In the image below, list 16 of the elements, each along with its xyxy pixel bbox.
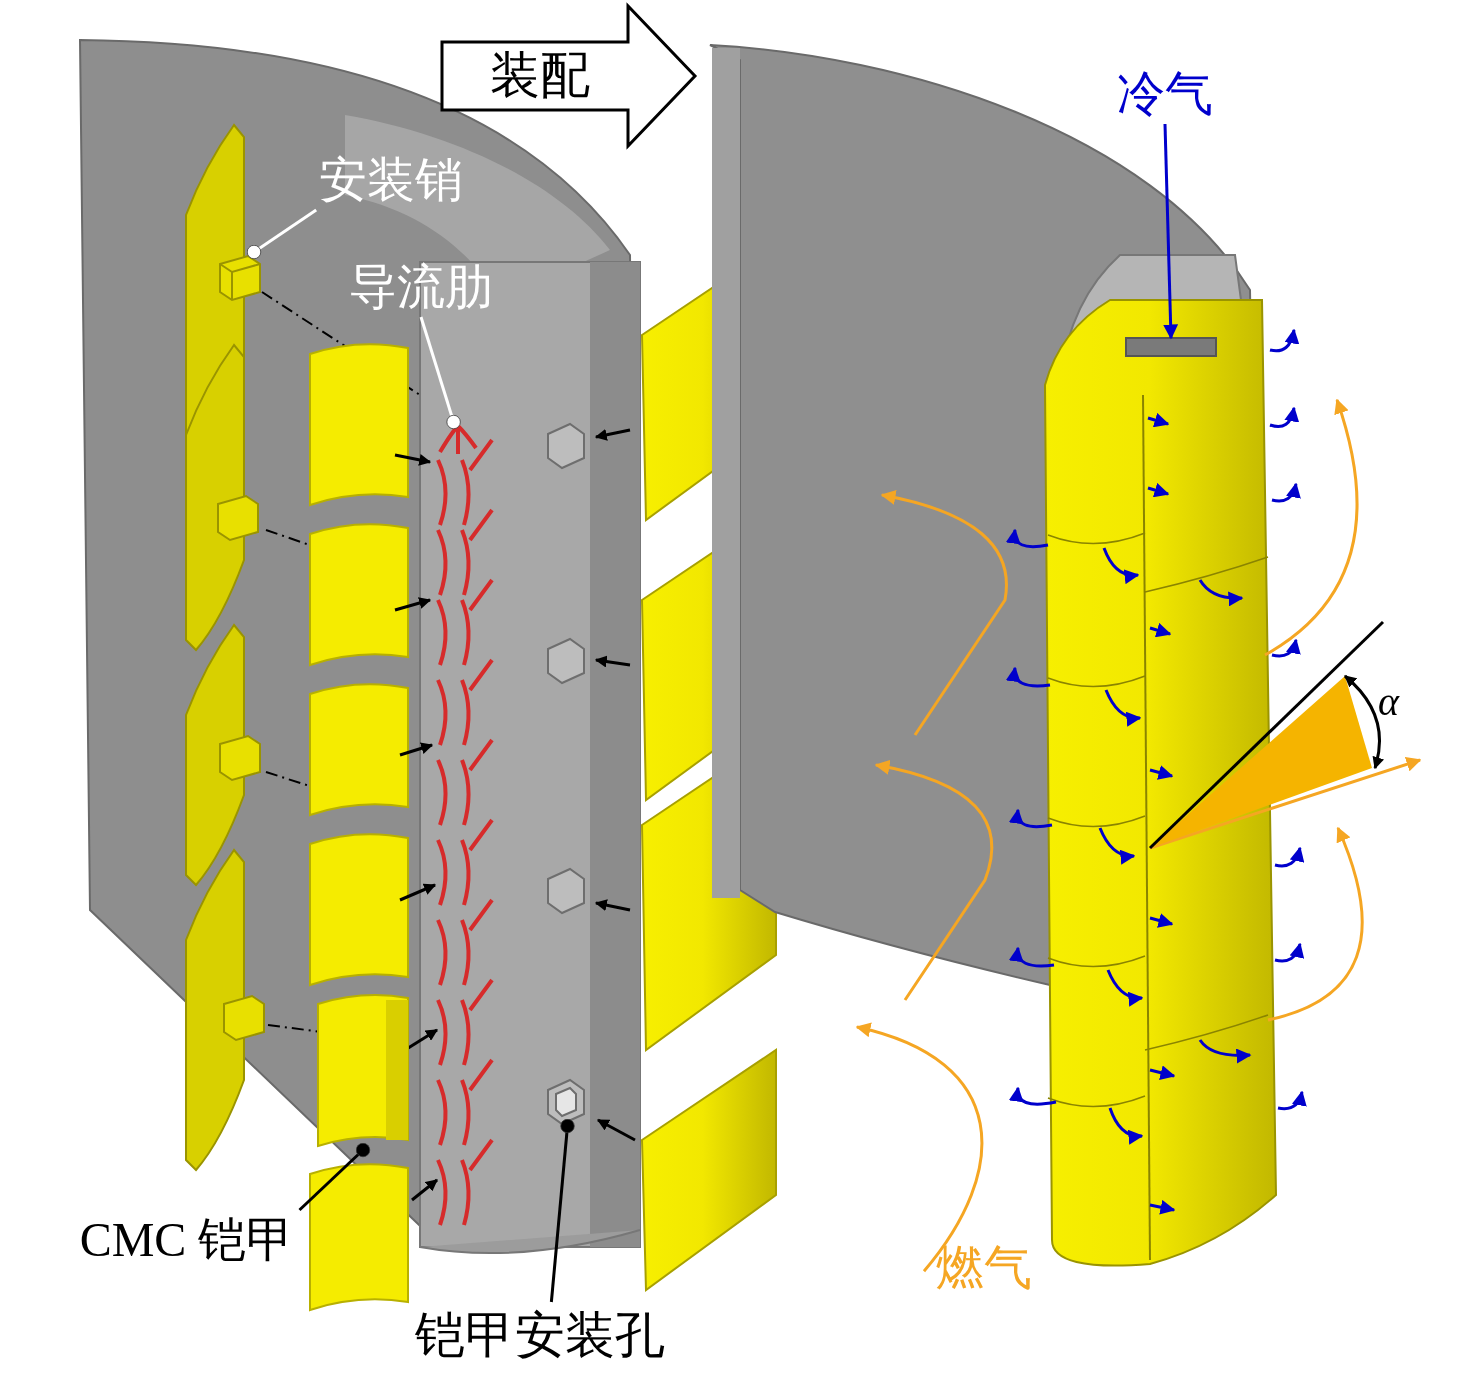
callout-label: 导流肋: [336, 257, 506, 317]
leader-line: [419, 316, 461, 430]
block-arrow: [440, 4, 698, 148]
angle-label: α: [1378, 682, 1399, 722]
leader-line: [549, 1118, 575, 1303]
callout-label: 安装销: [306, 150, 476, 210]
callout-label: 燃气: [924, 1236, 1044, 1300]
leader-line: [246, 208, 318, 260]
callout-label: 铠甲安装孔: [398, 1302, 682, 1368]
leader-line: [298, 1142, 371, 1212]
arrow-label: 装配: [489, 46, 591, 105]
arrow: [1163, 123, 1179, 340]
arrow: [855, 1023, 984, 1273]
callout-label: CMC 铠甲: [62, 1210, 312, 1270]
callout-label: 冷气: [1100, 64, 1230, 124]
cavity-floor: [1126, 338, 1216, 356]
